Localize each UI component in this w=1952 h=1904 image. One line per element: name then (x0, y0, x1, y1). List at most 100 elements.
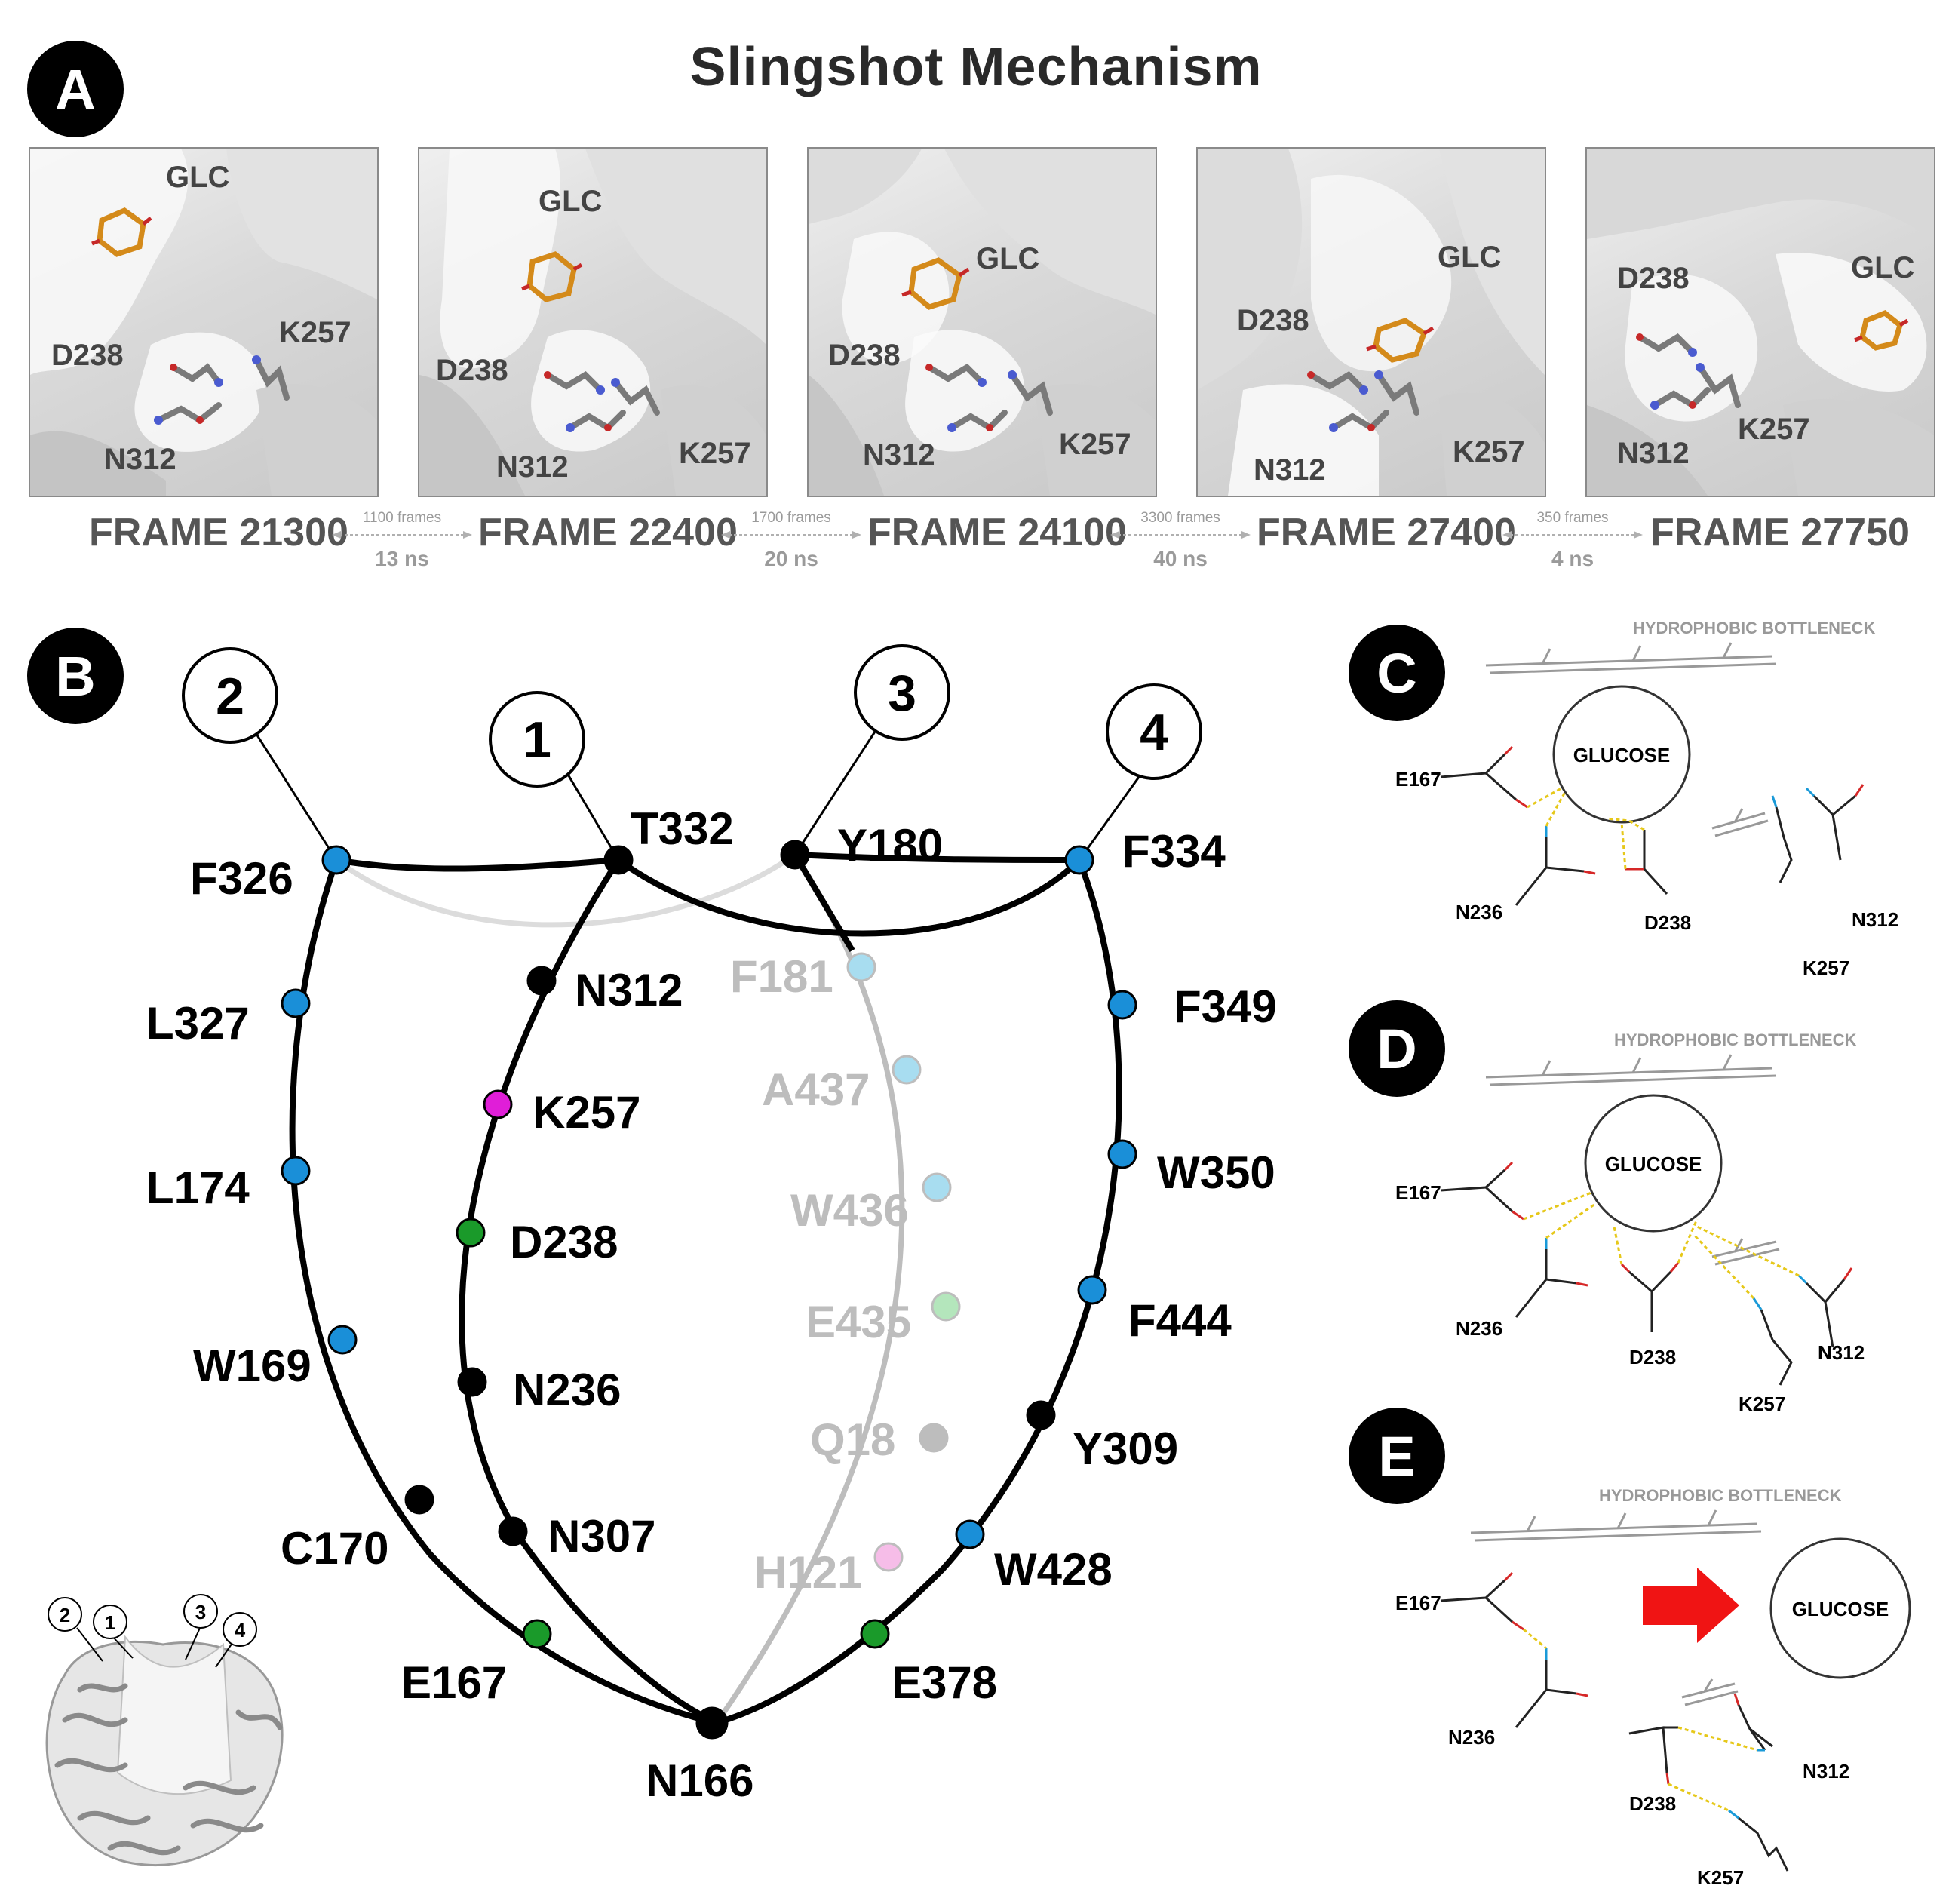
frame-2-surface (419, 149, 766, 496)
panel-e-badge: E (1349, 1408, 1445, 1504)
label-w428: W428 (994, 1544, 1113, 1595)
frame-1-image: GLC D238 K257 N312 (29, 147, 379, 497)
label-f326: F326 (190, 853, 293, 904)
node-n307 (498, 1516, 528, 1546)
pathway-2-left-curve (289, 858, 717, 1726)
node-l327 (281, 988, 311, 1018)
node-w169 (327, 1325, 358, 1355)
frame-2-d238-label: D238 (436, 354, 508, 387)
node-n312 (526, 966, 557, 996)
label-q18: Q18 (810, 1414, 896, 1465)
frame-3-k257-label: K257 (1059, 428, 1131, 461)
panel-c-badge: C (1349, 625, 1445, 721)
thumb-marker-1 (93, 1605, 127, 1639)
panel-e-n236-label: N236 (1448, 1726, 1495, 1749)
node-y309 (1026, 1400, 1056, 1430)
label-k257: K257 (533, 1087, 641, 1138)
node-a437 (892, 1055, 922, 1085)
frame-2-glc-label: GLC (539, 185, 603, 218)
thumb-marker-4 (223, 1612, 257, 1647)
node-w350 (1107, 1139, 1137, 1169)
top-link-y180-f334 (794, 852, 1080, 863)
node-e378 (860, 1619, 890, 1649)
frame-4-k257-label: K257 (1453, 435, 1525, 468)
frame-5-k257-label: K257 (1738, 413, 1810, 446)
panel-e-bottleneck-label: HYDROPHOBIC BOTTLENECK (1599, 1486, 1842, 1505)
panel-e-glucose-label: GLUCOSE (1792, 1598, 1889, 1620)
pathway-2-circle (182, 647, 278, 744)
frame-4-d238-label: D238 (1237, 304, 1309, 337)
pathway-4-circle (1106, 683, 1202, 780)
pathway-4-leader (1078, 776, 1140, 861)
node-c170 (404, 1485, 434, 1515)
node-e167 (522, 1619, 552, 1649)
gap-4-time: 4 ns (1551, 547, 1594, 570)
frame-5-glc-label: GLC (1851, 251, 1915, 284)
thumb-marker-3-text: 3 (195, 1601, 206, 1623)
link-y180-down (792, 852, 855, 953)
panel-d-e167-label: E167 (1395, 1181, 1441, 1204)
panel-c-glucose-circle (1552, 685, 1691, 824)
frame-1-n312-label: N312 (104, 443, 176, 476)
pathway-4-right-curve (715, 858, 1122, 1726)
pathway-3-faded-curve (714, 853, 905, 1725)
frame-2-n312-label: N312 (496, 450, 569, 484)
gap-3-double-arrow (1110, 531, 1251, 539)
node-l174 (281, 1156, 311, 1186)
frame-1-k257-label: K257 (279, 316, 351, 349)
gap-3: 3300 frames 40 ns (1109, 510, 1252, 571)
panel-e-d238-label: D238 (1629, 1792, 1676, 1815)
gap-4-frames: 350 frames (1536, 510, 1609, 526)
thumb-marker-2 (48, 1597, 82, 1632)
label-l327: L327 (146, 998, 250, 1049)
panel-b-badge-letter: B (55, 644, 96, 708)
node-d238 (456, 1218, 486, 1248)
label-y309: Y309 (1073, 1423, 1179, 1474)
frame-4-surface (1198, 149, 1545, 496)
pathway-1-curve (459, 858, 718, 1726)
label-a437: A437 (762, 1064, 870, 1115)
panel-a-badge: A (27, 41, 124, 137)
frame-1-d238-label: D238 (51, 339, 124, 372)
protein-thumbnail: 2 1 3 4 (45, 1594, 284, 1866)
frame-3-glc-label: GLC (976, 242, 1040, 275)
node-n166 (695, 1706, 729, 1740)
gap-3-time: 40 ns (1153, 547, 1208, 570)
frame-3-n312-label: N312 (863, 438, 935, 471)
label-w436: W436 (790, 1185, 909, 1236)
node-y180 (780, 840, 810, 870)
thumb-marker-2-text: 2 (60, 1604, 70, 1626)
node-k257 (483, 1089, 513, 1119)
panel-e-badge-letter: E (1378, 1424, 1416, 1488)
node-w436 (922, 1172, 952, 1202)
panel-d-glucose-circle (1584, 1094, 1723, 1233)
node-h121 (873, 1542, 904, 1572)
label-e378: E378 (892, 1657, 998, 1708)
top-link-t332-f334 (616, 857, 1082, 937)
panel-d-n312-label: N312 (1818, 1341, 1865, 1364)
panel-c-k257-label: K257 (1803, 957, 1849, 979)
panel-e-red-arrow (1643, 1568, 1739, 1643)
pathway-3-leader (793, 731, 876, 855)
frame-3-image: GLC D238 K257 N312 (807, 147, 1157, 497)
frame-5-surface (1587, 149, 1934, 496)
panel-c-badge-letter: C (1377, 641, 1417, 705)
pathway-1-3-faded-arc (334, 852, 796, 928)
thumb-marker-3 (183, 1594, 218, 1629)
node-f349 (1107, 990, 1137, 1020)
node-f444 (1077, 1275, 1107, 1305)
label-c170: C170 (281, 1523, 389, 1574)
label-f349: F349 (1174, 981, 1277, 1032)
panel-e-n312-label: N312 (1803, 1760, 1849, 1783)
panel-e-e167-label: E167 (1395, 1592, 1441, 1614)
panel-d-glucose-label: GLUCOSE (1605, 1153, 1702, 1175)
node-e435 (931, 1291, 961, 1322)
panel-d-badge-letter: D (1377, 1017, 1417, 1080)
pathway-1-leader (566, 772, 620, 861)
gap-1-time: 13 ns (375, 547, 429, 570)
panel-c-n236-label: N236 (1456, 901, 1502, 923)
figure-title: Slingshot Mechanism (689, 37, 1263, 97)
panel-d-k257-label: K257 (1739, 1393, 1785, 1415)
panel-e-k257-label: K257 (1697, 1866, 1744, 1886)
